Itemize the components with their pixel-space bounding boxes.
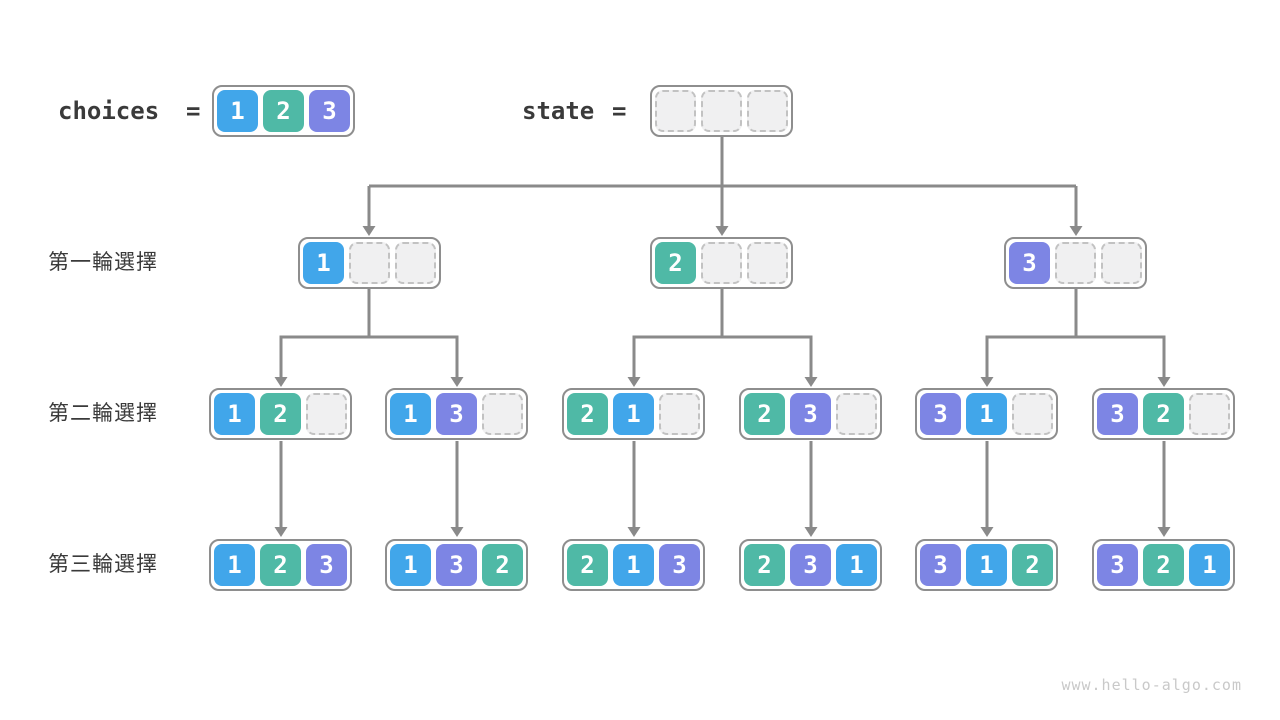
state-node-level1: 1 [298,237,441,289]
arrowhead [1157,527,1171,537]
state-cell: 3 [790,544,831,586]
state-cell: 3 [920,544,961,586]
state-cell: 2 [655,242,696,284]
arrowhead [804,377,818,387]
arrowhead [980,377,994,387]
state-node-level3: 1 2 3 [209,539,352,591]
state-cell: 2 [567,393,608,435]
state-node-level2: 1 2 [209,388,352,440]
choices-array: 1 2 3 [212,85,355,137]
state-cell: 2 [1012,544,1053,586]
state-cell: 1 [390,393,431,435]
state-cell: 1 [966,544,1007,586]
state-cell: 1 [836,544,877,586]
choices-equals-sign: = [186,97,201,125]
state-array-root [650,85,793,137]
state-cell: 2 [482,544,523,586]
state-cell: 3 [1009,242,1050,284]
state-cell [1012,393,1053,435]
state-node-level1: 2 [650,237,793,289]
state-cell [836,393,877,435]
state-cell: 3 [1097,544,1138,586]
state-cell [1055,242,1096,284]
state-node-level3: 2 3 1 [739,539,882,591]
state-node-level1: 3 [1004,237,1147,289]
state-cell [395,242,436,284]
state-node-level3: 3 2 1 [1092,539,1235,591]
state-node-level3: 1 3 2 [385,539,528,591]
state-cell: 2 [260,544,301,586]
arrowhead [627,527,641,537]
arrowhead [274,527,288,537]
state-cell: 2 [567,544,608,586]
state-cell: 3 [920,393,961,435]
state-cell [701,242,742,284]
state-cell: 2 [260,393,301,435]
state-cell: 1 [1189,544,1230,586]
arrowhead [715,226,729,236]
arrowhead [804,527,818,537]
state-node-level2: 2 1 [562,388,705,440]
state-cell: 1 [390,544,431,586]
arrowhead [450,527,464,537]
arrowhead [274,377,288,387]
state-cell [747,242,788,284]
state-cell: 3 [306,544,347,586]
state-cell [1101,242,1142,284]
state-cell: 3 [659,544,700,586]
state-cell [747,90,788,132]
state-cell: 3 [790,393,831,435]
state-cell [306,393,347,435]
watermark-url: www.hello-algo.com [1061,676,1242,694]
state-node-level2: 2 3 [739,388,882,440]
state-node-level2: 1 3 [385,388,528,440]
round-3-label: 第三輪選擇 [48,553,158,576]
connector-level2-to-level3 [274,441,1171,537]
arrowhead [1069,226,1083,236]
arrowhead [362,226,376,236]
state-cell [1189,393,1230,435]
state-cell: 3 [436,544,477,586]
state-node-level2: 3 1 [915,388,1058,440]
state-node-level3: 2 1 3 [562,539,705,591]
state-label: state [522,97,595,125]
round-2-label: 第二輪選擇 [48,402,158,425]
state-cell [659,393,700,435]
arrowhead [1157,377,1171,387]
state-equals-sign: = [612,97,627,125]
state-cell [482,393,523,435]
state-cell: 1 [613,393,654,435]
state-cell: 2 [744,393,785,435]
arrowhead [450,377,464,387]
round-1-label: 第一輪選擇 [48,251,158,274]
state-cell [701,90,742,132]
choices-cell: 2 [263,90,304,132]
state-node-level3: 3 1 2 [915,539,1058,591]
choices-label: choices [58,97,160,125]
state-cell: 3 [1097,393,1138,435]
state-cell: 1 [966,393,1007,435]
state-cell: 2 [1143,544,1184,586]
state-cell [655,90,696,132]
state-cell: 1 [214,544,255,586]
state-cell: 2 [744,544,785,586]
choices-cell: 1 [217,90,258,132]
connector-level1-to-level2 [274,289,1171,387]
state-cell: 1 [214,393,255,435]
connector-root-to-level1 [362,137,1083,236]
arrowhead [627,377,641,387]
state-cell: 1 [613,544,654,586]
state-cell: 3 [436,393,477,435]
state-cell [349,242,390,284]
choices-cell: 3 [309,90,350,132]
arrowhead [980,527,994,537]
state-node-level2: 3 2 [1092,388,1235,440]
state-cell: 2 [1143,393,1184,435]
state-cell: 1 [303,242,344,284]
